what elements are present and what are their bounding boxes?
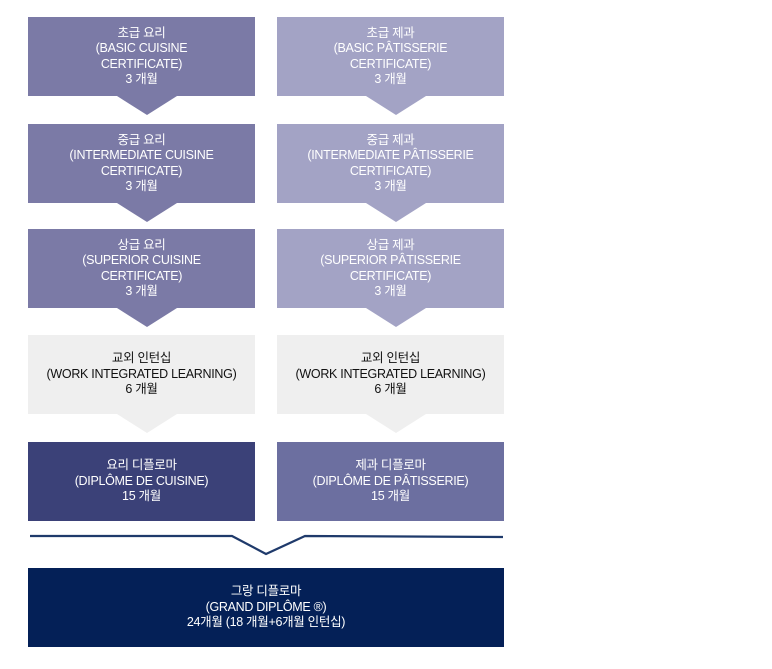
intermediate-patisserie-box: 중급 제과 (INTERMEDIATE PÂTISSERIE CERTIFICA… [277,124,504,203]
diplome-cuisine-box: 요리 디플로마 (DIPLÔME DE CUISINE) 15 개월 [28,442,255,521]
box-duration: 3 개월 [125,284,158,298]
box-subtitle: (SUPERIOR PÂTISSERIE [320,253,461,267]
box-subtitle: (DIPLÔME DE CUISINE) [74,473,209,488]
superior-patisserie-box: 상급 제과 (SUPERIOR PÂTISSERIE CERTIFICATE) … [277,229,504,308]
down-arrow-icon [117,308,177,327]
box-duration: 15 개월 [122,489,161,504]
basic-cuisine-box: 초급 요리 (BASIC CUISINE CERTIFICATE) 3 개월 [28,17,255,96]
box-subtitle-2: CERTIFICATE) [100,163,183,178]
down-arrow-icon [366,308,426,327]
box-subtitle: (WORK INTEGRATED LEARNING) [46,366,237,381]
box-title: 초급 요리 [117,25,166,40]
diplome-patisserie-box: 제과 디플로마 (DIPLÔME DE PÂTISSERIE) 15 개월 [277,442,504,521]
box-title: 상급 제과 [366,237,415,252]
box-subtitle: (BASIC PÂTISSERIE [333,41,448,55]
box-duration: 3 개월 [374,72,407,86]
basic-patisserie-box: 초급 제과 (BASIC PÂTISSERIE CERTIFICATE) 3 개… [277,17,504,96]
grand-diplome-box: 그랑 디플로마 (GRAND DIPLÔME ®) 24개월 (18 개월+6개… [28,568,504,647]
down-arrow-icon [366,203,426,222]
box-duration: 3 개월 [125,179,158,193]
down-arrow-icon [117,203,177,222]
down-arrow-icon [117,414,177,433]
box-title: 그랑 디플로마 [230,584,302,599]
box-subtitle: (INTERMEDIATE PÂTISSERIE [307,148,474,162]
internship-patisserie-box: 교외 인턴십 (WORK INTEGRATED LEARNING) 6 개월 [277,335,504,414]
superior-cuisine-box: 상급 요리 (SUPERIOR CUISINE CERTIFICATE) 3 개… [28,229,255,308]
box-title: 중급 요리 [117,132,166,147]
box-subtitle: (DIPLÔME DE PÂTISSERIE) [312,473,469,488]
down-arrow-icon [117,96,177,115]
box-title: 교외 인턴십 [111,351,172,366]
box-title: 중급 제과 [366,132,415,147]
box-title: 상급 요리 [117,237,166,252]
internship-cuisine-box: 교외 인턴십 (WORK INTEGRATED LEARNING) 6 개월 [28,335,255,414]
box-subtitle-2: CERTIFICATE) [349,56,432,71]
box-duration: 3 개월 [125,72,158,86]
box-title: 제과 디플로마 [355,458,426,473]
box-subtitle-2: CERTIFICATE) [100,56,183,71]
box-duration: 3 개월 [374,284,407,298]
box-duration: 15 개월 [371,489,410,504]
box-duration: 6 개월 [125,382,158,397]
box-duration: 3 개월 [374,179,407,193]
box-subtitle-2: CERTIFICATE) [100,268,183,283]
box-title: 초급 제과 [366,25,415,40]
box-title: 교외 인턴십 [360,351,421,366]
box-subtitle-2: CERTIFICATE) [349,163,432,178]
down-arrow-icon [366,96,426,115]
box-subtitle: (SUPERIOR CUISINE [82,253,201,267]
box-subtitle: (INTERMEDIATE CUISINE [69,148,214,162]
merge-line [30,534,504,556]
box-subtitle: (BASIC CUISINE [95,41,188,55]
box-duration: 24개월 (18 개월+6개월 인턴십) [186,615,346,630]
box-subtitle: (WORK INTEGRATED LEARNING) [295,366,486,381]
box-subtitle-2: CERTIFICATE) [349,268,432,283]
intermediate-cuisine-box: 중급 요리 (INTERMEDIATE CUISINE CERTIFICATE)… [28,124,255,203]
box-duration: 6 개월 [374,382,407,397]
down-arrow-icon [366,414,426,433]
box-title: 요리 디플로마 [106,458,177,473]
box-subtitle: (GRAND DIPLÔME ®) [205,599,327,614]
